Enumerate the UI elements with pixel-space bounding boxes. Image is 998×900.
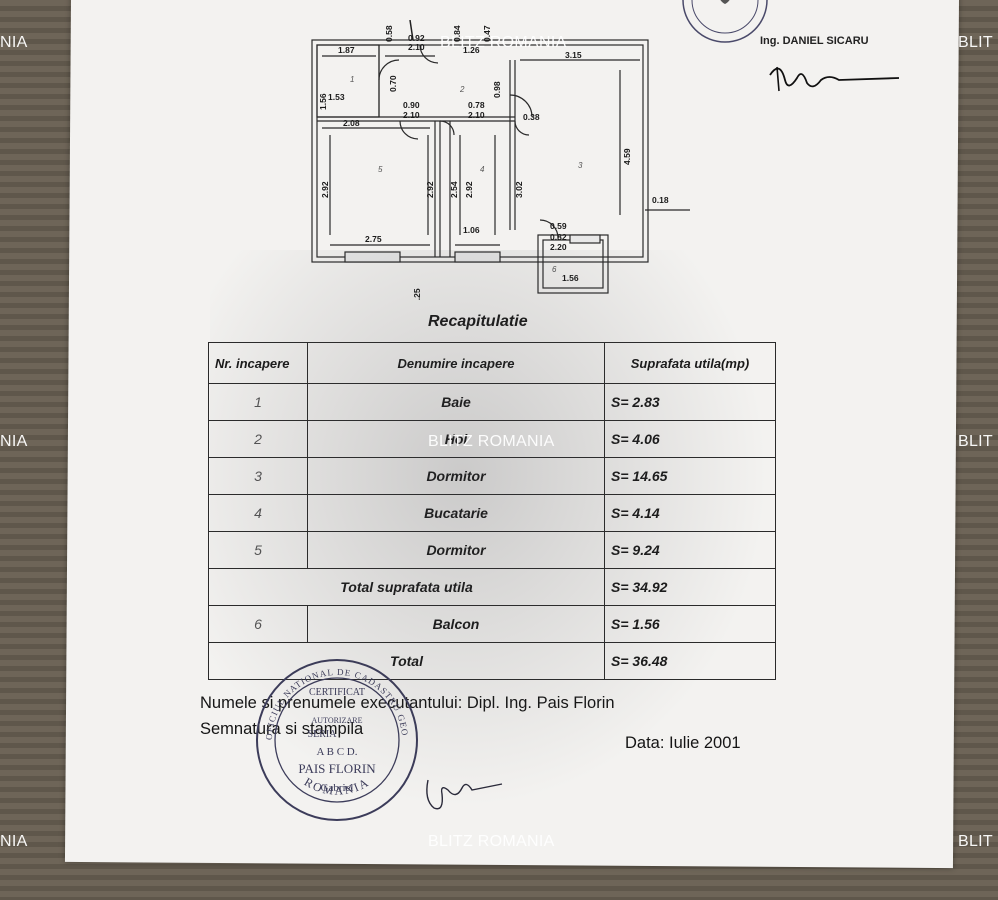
row-name: Balcon	[307, 605, 605, 643]
dim-label: 2.10	[403, 110, 420, 120]
row-surface: S= 2.83	[604, 383, 776, 421]
dim-label: 3.02	[514, 181, 524, 198]
dim-label: 2.92	[425, 181, 435, 198]
dim-label: 0.78	[468, 100, 485, 110]
stamp-line: AUTORIZARE	[312, 716, 363, 725]
stamp-line: CERTIFICAT	[309, 687, 365, 698]
room-number: 3	[578, 161, 583, 170]
engineer-name: Ing. DANIEL SICARU	[760, 35, 869, 47]
row-surface: S= 9.24	[604, 531, 776, 569]
watermark-right: BLIT	[958, 433, 993, 450]
row-nr: 1	[208, 383, 308, 421]
dim-label: 1.26	[463, 45, 480, 55]
row-surface: S= 14.65	[604, 457, 776, 495]
dim-label: 4.59	[622, 148, 632, 165]
dim-label: 0.59	[550, 221, 567, 231]
table-row: 1 Baie S= 2.83	[208, 383, 776, 421]
table-row: 2 Hol S= 4.06	[208, 420, 776, 458]
dim-label: 0.58	[384, 25, 394, 42]
watermark-left: NIA	[0, 833, 28, 850]
row-nr: 2	[208, 420, 308, 458]
dim-label: 2.75	[365, 234, 382, 244]
dim-label: 0.47	[482, 25, 492, 42]
header-name: Denumire incapere	[307, 342, 605, 384]
watermark: BLITZ ROMANIA	[440, 34, 567, 51]
room-number: 1	[350, 75, 354, 84]
room-number: 6	[552, 265, 557, 274]
header-nr: Nr. incapere	[208, 342, 308, 384]
dim-label: 0.90	[403, 100, 420, 110]
dim-label: 2.08	[343, 118, 360, 128]
watermark-right: BLIT	[958, 833, 993, 850]
floor-plan: 1.87 1.26 3.15 1.53 0.90 2.10 0.78 2.10 …	[311, 20, 690, 300]
watermark-left: NIA	[0, 34, 28, 51]
dim-label: 1.06	[463, 225, 480, 235]
row-name: Dormitor	[307, 457, 605, 495]
row-surface: S= 1.56	[604, 605, 776, 643]
balcony-row: 6 Balcon S= 1.56	[208, 605, 776, 643]
header-surface: Suprafata utila(mp)	[604, 342, 776, 384]
stamp-line: SERIA	[308, 729, 338, 740]
room-number: 5	[378, 165, 383, 174]
dim-label: 0.98	[492, 81, 502, 98]
table-row: 3 Dormitor S= 14.65	[208, 457, 776, 495]
row-name: Dormitor	[307, 531, 605, 569]
engineer-stamp	[682, 0, 768, 43]
dim-label: 2.92	[320, 181, 330, 198]
dim-label: 2.20	[550, 242, 567, 252]
room-number: 4	[480, 165, 485, 174]
row-name: Hol	[307, 420, 605, 458]
table-header-row: Nr. incapere Denumire incapere Suprafata…	[208, 342, 776, 384]
table-row: 4 Bucatarie S= 4.14	[208, 494, 776, 532]
dim-label: 2.10	[468, 110, 485, 120]
stamp-line: A B C D.	[317, 746, 358, 758]
recap-table: Nr. incapere Denumire incapere Suprafata…	[208, 342, 776, 680]
row-nr: 3	[208, 457, 308, 495]
watermark: BLITZ ROMANIA	[428, 433, 555, 450]
watermark-left: NIA	[0, 433, 28, 450]
total-label: Total	[208, 642, 605, 680]
dim-label: 2.92	[464, 181, 474, 198]
row-nr: 5	[208, 531, 308, 569]
row-name: Baie	[307, 383, 605, 421]
row-surface: S= 4.14	[604, 494, 776, 532]
document-date: Data: Iulie 2001	[625, 734, 741, 752]
stamp-line: PAIS FLORIN	[298, 761, 376, 776]
room-number: 2	[459, 85, 465, 94]
row-nr: 4	[208, 494, 308, 532]
dim-label: 0.70	[388, 75, 398, 92]
dim-label: 1.56	[318, 93, 328, 110]
dim-label: 0.82	[550, 232, 567, 242]
total-useful-label: Total suprafata utila	[208, 568, 605, 606]
total-useful-surface: S= 34.92	[604, 568, 776, 606]
dim-label: 1.56	[562, 273, 579, 283]
dim-label: 0.84	[452, 25, 462, 42]
recap-title: Recapitulatie	[428, 313, 528, 330]
signature-label: Semnatura si stampila	[200, 720, 364, 738]
dim-label: 0.18	[652, 195, 669, 205]
total-row: Total S= 36.48	[208, 642, 776, 680]
row-surface: S= 4.06	[604, 420, 776, 458]
official-stamp: OFICIUL NATIONAL DE CADASTRU GEODEZIE SI…	[252, 655, 418, 821]
dim-label: 2.10	[408, 42, 425, 52]
watermark-right: BLIT	[958, 34, 993, 51]
dim-label: 3.15	[565, 50, 582, 60]
dim-label: 1.87	[338, 45, 355, 55]
dim-label: 1.53	[328, 92, 345, 102]
total-surface: S= 36.48	[604, 642, 776, 680]
watermark: BLITZ ROMANIA	[428, 833, 555, 850]
total-useful-row: Total suprafata utila S= 34.92	[208, 568, 776, 606]
table-row: 5 Dormitor S= 9.24	[208, 531, 776, 569]
engineer-signature	[769, 66, 900, 92]
stamp-line: Gabriel	[321, 782, 354, 794]
executant-signature	[426, 779, 503, 810]
dim-label: 0.38	[523, 112, 540, 122]
dim-label: 0.92	[408, 33, 425, 43]
dim-label: 2.54	[449, 181, 459, 198]
row-name: Bucatarie	[307, 494, 605, 532]
row-nr: 6	[208, 605, 308, 643]
dim-label: 0.25	[412, 288, 422, 300]
